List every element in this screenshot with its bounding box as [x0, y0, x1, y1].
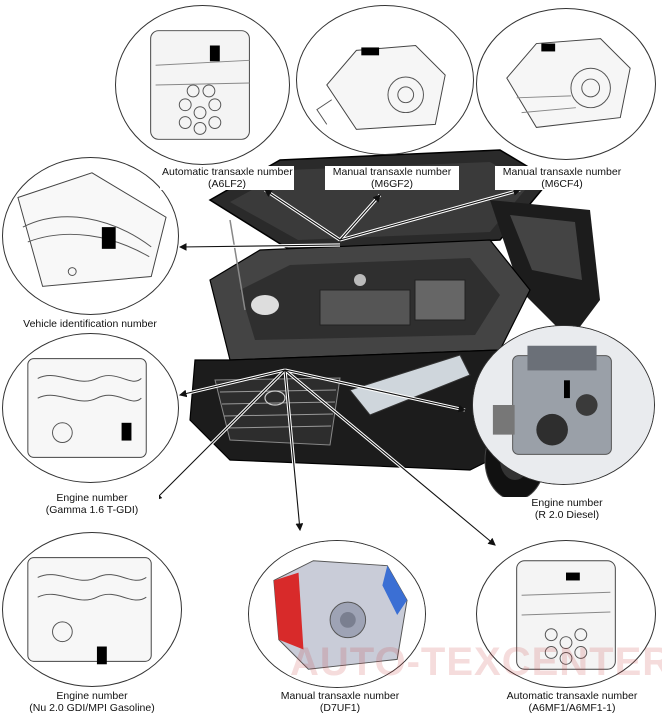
label-manual-d7uf1: Manual transaxle number (D7UF1): [268, 690, 412, 714]
callout-a6mf1: [476, 540, 656, 688]
transaxle-color-render: [249, 541, 425, 687]
engine-photo: [473, 326, 654, 484]
callout-engine-nu: [2, 532, 182, 687]
transaxle-line-drawing: [506, 38, 631, 128]
vin-location-line-drawing: [17, 172, 167, 287]
transaxle-line-drawing: [316, 44, 446, 130]
label-auto-a6mf1: Automatic transaxle number (A6MF1/A6MF1-…: [500, 690, 644, 714]
label-line2: (M6CF4): [541, 178, 583, 190]
callout-d7uf1: [248, 540, 426, 688]
label-line2: (Gamma 1.6 T-GDI): [45, 504, 139, 516]
engine-line-drawing: [27, 557, 152, 665]
label-line1: Vehicle identification number: [23, 318, 157, 330]
label-line1: Manual transaxle number: [502, 166, 622, 178]
label-vin: Vehicle identification number: [8, 318, 172, 330]
label-line1: Engine number: [56, 492, 128, 504]
label-line1: Automatic transaxle number: [506, 690, 638, 702]
label-manual-m6cf4: Manual transaxle number (M6CF4): [495, 166, 629, 190]
leader-a6lf2: [264, 189, 341, 241]
leader-nu: [154, 369, 286, 501]
label-auto-a6lf2: Automatic transaxle number (A6LF2): [160, 166, 294, 190]
callout-engine-r20: [472, 325, 655, 485]
leader-m6gf2: [339, 194, 381, 241]
label-line1: Automatic transaxle number: [162, 166, 293, 178]
leader-d7uf1: [284, 369, 304, 532]
label-engine-r20: Engine number (R 2.0 Diesel): [500, 497, 634, 521]
transaxle-line-drawing: [150, 30, 250, 140]
label-line2: (D7UF1): [319, 702, 361, 714]
label-line1: Engine number: [56, 690, 128, 702]
label-engine-nu: Engine number (Nu 2.0 GDI/MPI Gasoline): [0, 690, 184, 714]
callout-a6lf2: [115, 5, 290, 165]
leader-r20: [284, 369, 467, 413]
leader-gamma: [178, 369, 286, 398]
label-line1: Manual transaxle number: [332, 166, 452, 178]
label-line2: (R 2.0 Diesel): [534, 509, 600, 521]
leader-vin: [178, 243, 341, 251]
callout-engine-gamma: [2, 333, 179, 483]
engine-line-drawing: [27, 358, 147, 458]
leader-a6mf1: [284, 369, 496, 546]
label-manual-m6gf2: Manual transaxle number (M6GF2): [325, 166, 459, 190]
transaxle-line-drawing: [516, 560, 616, 670]
leader-m6cf4: [339, 188, 522, 241]
callout-vin: [2, 157, 179, 315]
label-line2: (A6LF2): [208, 178, 246, 190]
label-line1: Engine number: [531, 497, 603, 509]
label-line2: (M6GF2): [371, 178, 413, 190]
label-line2: (Nu 2.0 GDI/MPI Gasoline): [29, 702, 155, 714]
label-engine-gamma: Engine number (Gamma 1.6 T-GDI): [25, 492, 159, 516]
callout-m6cf4: [476, 8, 656, 160]
callout-m6gf2: [296, 5, 474, 155]
car-illustration: [189, 149, 600, 501]
watermark: AUTO-TEXCENTER.RU: [290, 640, 662, 684]
label-line2: (A6MF1/A6MF1-1): [528, 702, 616, 714]
label-line1: Manual transaxle number: [280, 690, 400, 702]
